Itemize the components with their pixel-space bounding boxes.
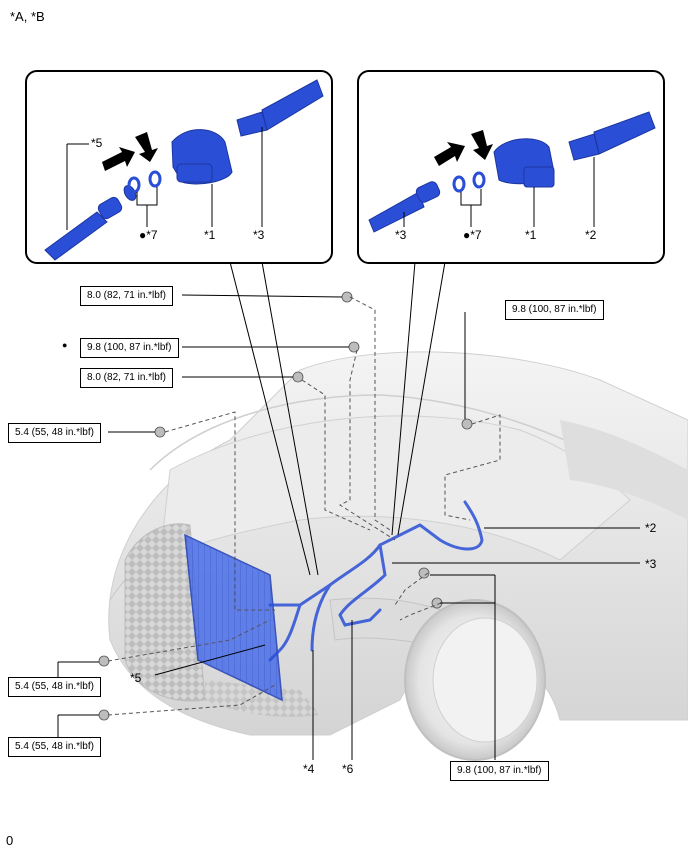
illustration-code: 0 bbox=[6, 833, 14, 848]
label-part-2: *2 bbox=[585, 228, 597, 242]
dashed-leaders bbox=[107, 296, 501, 716]
ac-pipes bbox=[268, 500, 484, 662]
inset-right-drawing bbox=[368, 111, 656, 233]
label-part-5: *5 bbox=[91, 136, 103, 150]
torque-spec-box: 8.0 (82, 71 in.*lbf) bbox=[80, 368, 173, 388]
bullet-marker: ● bbox=[62, 340, 68, 350]
torque-spec-box: 9.8 (100, 87 in.*lbf) bbox=[450, 761, 549, 781]
leader-lines bbox=[57, 261, 640, 760]
callout-part-4: *4 bbox=[303, 762, 315, 776]
label-part-1: *1 bbox=[204, 228, 216, 242]
torque-spec-box: 5.4 (55, 48 in.*lbf) bbox=[8, 423, 101, 443]
torque-spec-box: 9.8 (100, 87 in.*lbf) bbox=[505, 300, 604, 320]
label-part-1: *1 bbox=[525, 228, 537, 242]
callout-part-3: *3 bbox=[645, 557, 657, 571]
label-part-7: ●*7 bbox=[463, 228, 482, 242]
inset-right: *3 ●*7 *1 *2 bbox=[357, 70, 665, 264]
label-part-3: *3 bbox=[395, 228, 407, 242]
car-body bbox=[108, 351, 688, 761]
label-part-3: *3 bbox=[253, 228, 265, 242]
callout-part-5: *5 bbox=[130, 671, 142, 685]
torque-spec-box: 9.8 (100, 87 in.*lbf) bbox=[80, 338, 179, 358]
diagram-title: *A, *B bbox=[10, 9, 45, 24]
callout-part-2: *2 bbox=[645, 521, 657, 535]
torque-spec-box: 5.4 (55, 48 in.*lbf) bbox=[8, 737, 101, 757]
inset-left-drawing bbox=[44, 79, 324, 261]
callout-part-6: *6 bbox=[342, 762, 354, 776]
condenser bbox=[184, 533, 283, 702]
torque-spec-box: 5.4 (55, 48 in.*lbf) bbox=[8, 677, 101, 697]
inset-left: *5 ●*7 *1 *3 bbox=[25, 70, 333, 264]
label-part-7: ●*7 bbox=[139, 228, 158, 242]
torque-spec-box: 8.0 (82, 71 in.*lbf) bbox=[80, 286, 173, 306]
